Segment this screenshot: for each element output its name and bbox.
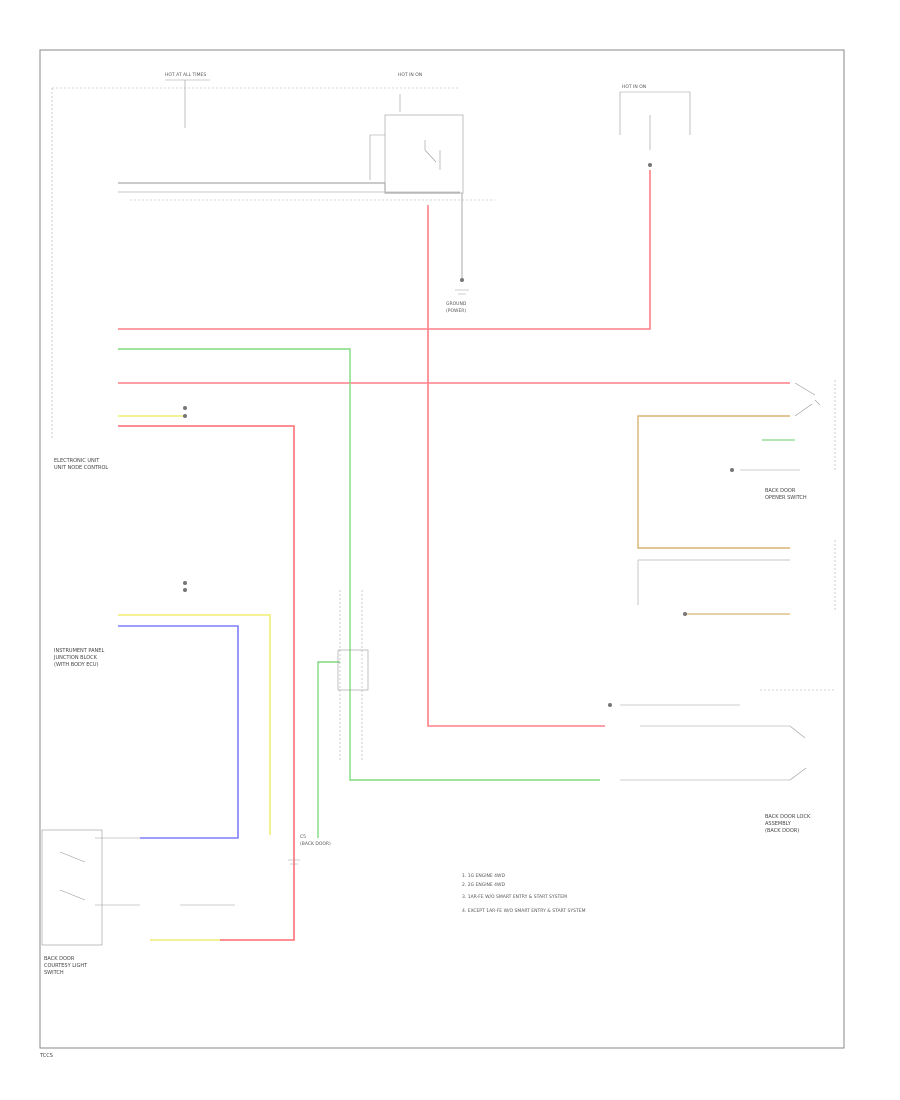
wire-green-left: [317, 661, 340, 838]
center-splice-box: [337, 649, 369, 691]
wire-gray-1: [118, 182, 460, 194]
right-switch-1: [794, 382, 821, 417]
legend-item-3: 3. 1AR-FE W/O SMART ENTRY & START SYSTEM: [462, 894, 567, 900]
wire-yellow-module: [118, 614, 271, 835]
label-right-1: BACK DOOR: [765, 488, 796, 494]
relay-switch-contact: [424, 140, 441, 170]
legend-item-1: 1. 1G ENGINE 4WD: [462, 873, 505, 879]
relay-lead: [369, 94, 401, 180]
bottom-left-ground: [288, 859, 300, 865]
wire-blue: [118, 625, 239, 839]
label-top-ignition: HOT IN ON: [398, 72, 422, 78]
bottom-left-switch-contacts: [59, 837, 140, 906]
top-right-box: [619, 91, 691, 150]
wire-tan: [637, 415, 790, 549]
ground-symbol-relay: [455, 289, 469, 295]
label-bottom-left-1: BACK DOOR: [44, 956, 75, 962]
label-right-2: OPENER SWITCH: [765, 495, 807, 501]
label-ground-1: GROUND: [446, 301, 467, 307]
label-bottom-left-3: SWITCH: [44, 970, 64, 976]
label-top-right-hot: HOT IN ON: [622, 84, 646, 90]
label-left-module-1: ELECTRONIC UNIT: [54, 458, 100, 464]
diagram-frame: [39, 49, 845, 1049]
center-splice: [339, 590, 363, 760]
fuse-box-outline: [165, 79, 210, 128]
right-switch-2: [620, 725, 807, 781]
bottom-left-switch-box: [41, 829, 103, 946]
label-right-5: (BACK DOOR): [765, 828, 799, 834]
legend-item-2: 2. 2G ENGINE 4WD: [462, 882, 505, 888]
legend-item-4: 4. EXCEPT 1AR-FE W/O SMART ENTRY & START…: [462, 908, 586, 914]
label-right-3: BACK DOOR LOCK: [765, 814, 811, 820]
wire-red-vertical: [427, 205, 605, 727]
label-splice-2: (BACK DOOR): [300, 841, 331, 847]
wire-red-top: [118, 170, 651, 330]
connector-pins: [183, 163, 734, 707]
wire-red-down: [118, 425, 295, 941]
label-left-module-4: JUNCTION BLOCK: [53, 655, 98, 661]
wire-green-top: [118, 348, 600, 781]
label-splice-1: C5: [300, 834, 306, 840]
label-left-module-5: (WITH BODY ECU): [54, 662, 99, 668]
label-right-4: ASSEMBLY: [765, 821, 792, 827]
ignition-relay-box: [384, 114, 464, 194]
footer-code: TCCS: [39, 1053, 53, 1059]
label-ground-2: (POWER): [446, 308, 466, 314]
label-top-fuse-block: HOT AT ALL TIMES: [165, 72, 206, 78]
label-left-module-3: INSTRUMENT PANEL: [54, 648, 104, 654]
left-module-outline: [51, 87, 460, 440]
label-bottom-left-2: COURTESY LIGHT: [44, 963, 88, 969]
right-dash-outline: [760, 380, 836, 691]
right-lock-lines: [620, 469, 800, 706]
label-left-module-2: UNIT NODE CONTROL: [54, 465, 108, 471]
wire-gray-right: [637, 559, 790, 605]
